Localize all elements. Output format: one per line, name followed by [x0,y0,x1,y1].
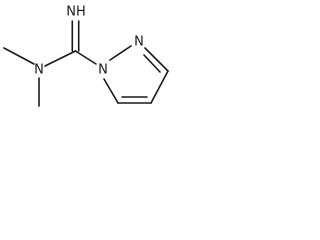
bonds [3,20,169,107]
atom-labels: NH N N N [34,5,144,78]
bond-n-methyl-left [3,47,35,65]
imine-nh-label: NH [66,5,86,20]
ring-bond-c3-c4 [150,70,169,104]
bond-c-n-amine [44,50,77,67]
chemical-structure: NH N N N [3,5,169,107]
bond-c-n1 [74,50,97,65]
pyrazole-n2-label: N [134,35,144,50]
ring-bond-n1-n2 [109,45,132,61]
ring-bond-n2-c3 [144,47,169,72]
amine-n-label: N [34,63,44,78]
pyrazole-n1-label: N [98,63,108,78]
ring-bond-c5-n1 [103,78,119,104]
ring-bond-n2-c3-inner [143,54,161,73]
